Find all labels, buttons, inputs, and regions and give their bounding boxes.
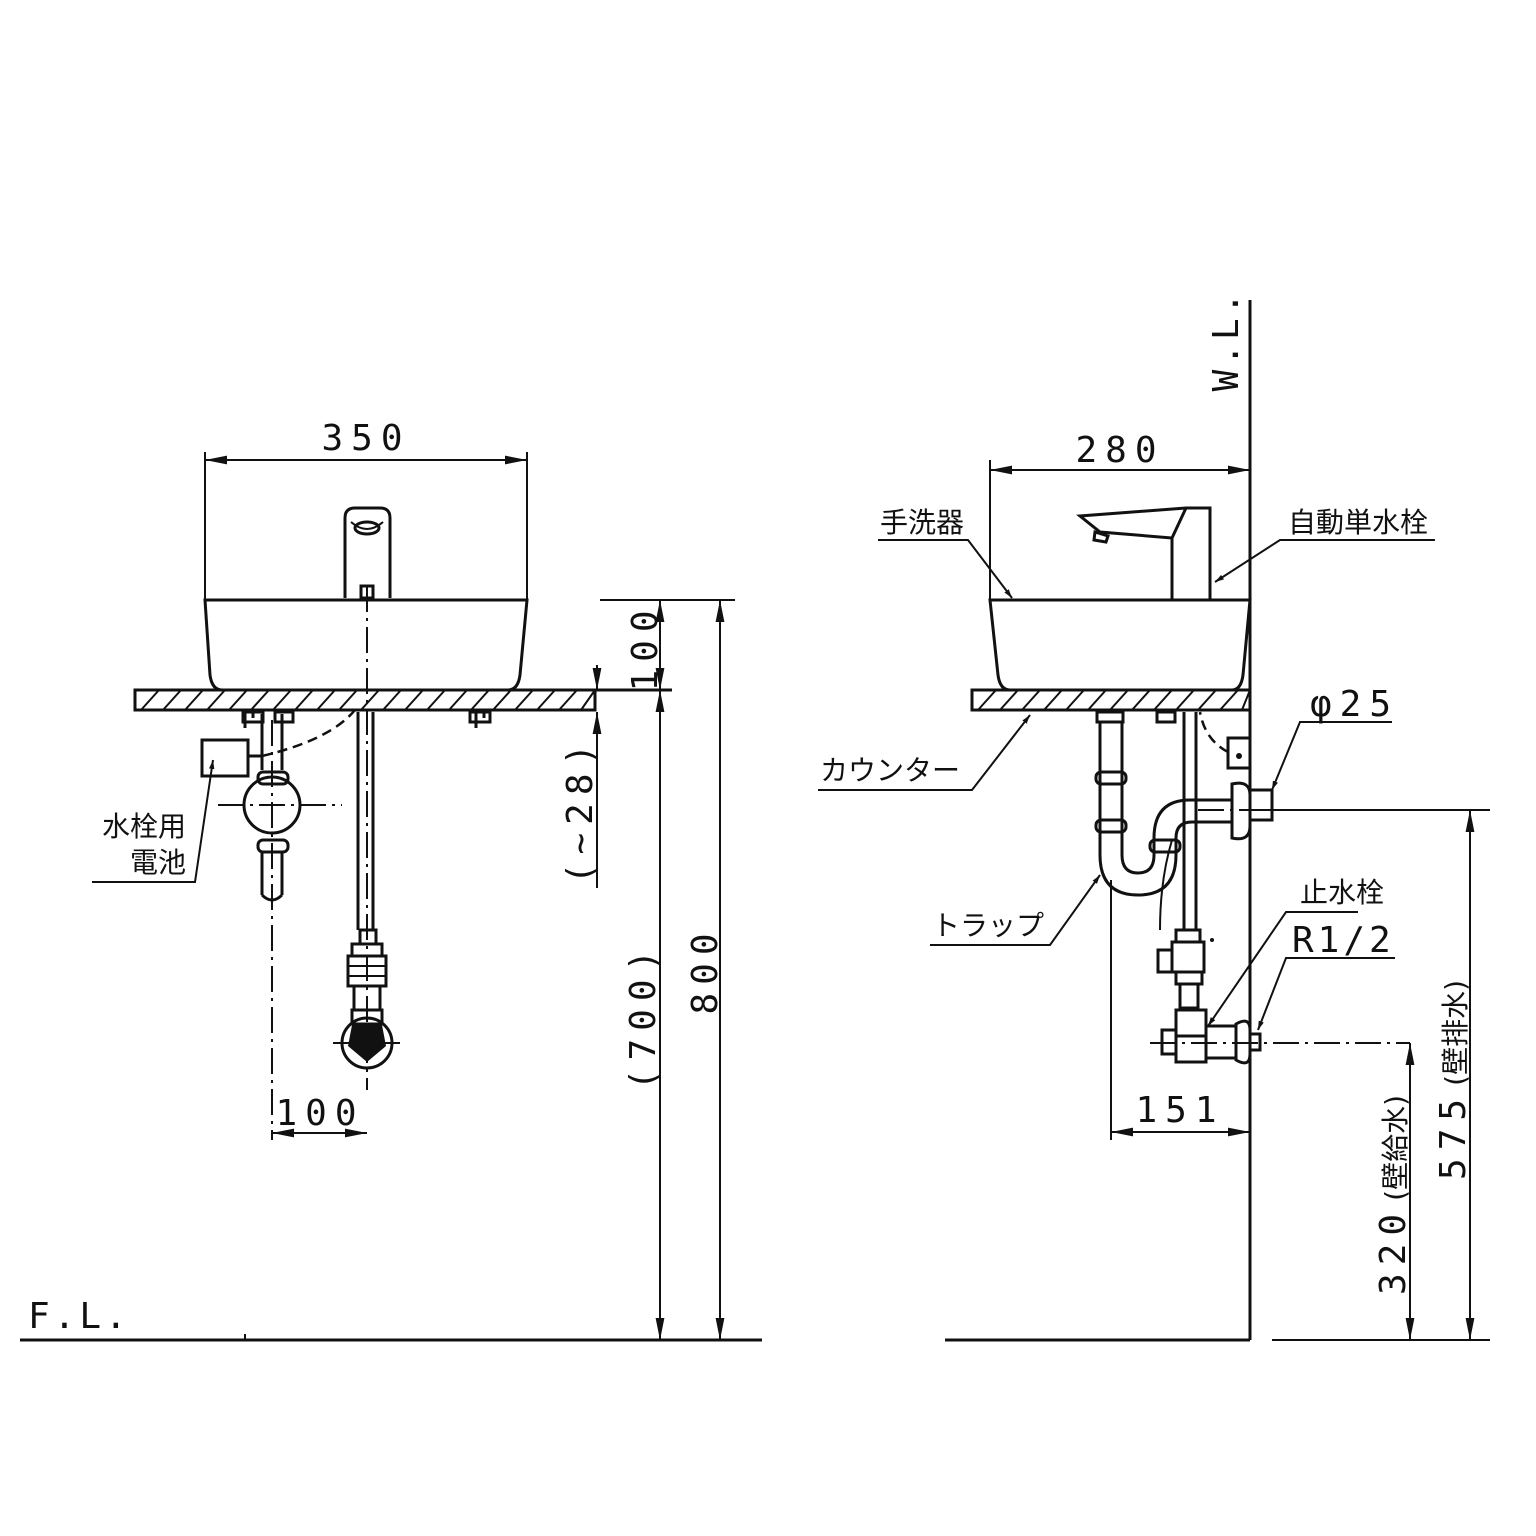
counter-side xyxy=(970,688,1252,712)
bowl-height-dim: 100 xyxy=(625,602,666,691)
side-depth-dim: 280 xyxy=(1075,430,1164,471)
drain-height-note: (壁排水) xyxy=(1439,980,1472,1086)
battery-label-2: 電池 xyxy=(130,846,186,879)
trap-side xyxy=(1094,722,1232,897)
drain-height-dim: 575 xyxy=(1433,1091,1474,1180)
supply-height-note: (壁給水) xyxy=(1379,1095,1412,1201)
svg-text:320 (壁給水): 320 (壁給水) xyxy=(1373,1095,1414,1295)
drain-dia-label: φ25 xyxy=(1310,684,1399,725)
total-height-dim: 800 xyxy=(685,925,726,1014)
floor-label: F.L. xyxy=(28,1296,131,1337)
faucet-side xyxy=(1076,506,1212,600)
counter-height-dim: (700) xyxy=(623,942,664,1090)
battery-label-1: 水栓用 xyxy=(102,810,186,843)
faucet-front xyxy=(343,506,392,598)
front-view: 350 100 水栓用 電池 F.L. 100 (~28) (700) 800 xyxy=(20,418,762,1342)
basin-side xyxy=(988,598,1252,692)
thread-label: R1/2 xyxy=(1292,920,1395,961)
stop-valve-side xyxy=(1160,1008,1262,1065)
stop-valve-label: 止水栓 xyxy=(1300,876,1384,909)
supply-height-dim: 320 xyxy=(1373,1206,1414,1295)
svg-text:575 (壁排水): 575 (壁排水) xyxy=(1433,980,1474,1180)
trap-label: トラップ xyxy=(932,909,1044,942)
drain-flange xyxy=(1230,781,1274,841)
counter-front xyxy=(133,688,672,712)
faucet-label: 自動単水栓 xyxy=(1288,506,1428,539)
wall-label: W.L. xyxy=(1206,289,1247,392)
counter-clearance-dim: (~28) xyxy=(560,736,601,884)
counter-label: カウンター xyxy=(820,754,960,787)
supply-hose-side xyxy=(1156,712,1206,1010)
supply-hose-front xyxy=(346,712,388,1026)
basin-label: 手洗器 xyxy=(880,506,964,539)
trap-offset-dim: 151 xyxy=(1135,1090,1224,1131)
side-view: 280 W.L. 手洗器 自動単水栓 カウンター φ25 トラップ 止水栓 R1… xyxy=(818,289,1490,1342)
front-offset-dim: 100 xyxy=(275,1093,364,1134)
battery-box xyxy=(200,738,250,778)
battery-box-side xyxy=(1226,736,1252,770)
front-width-dim: 350 xyxy=(321,418,410,459)
